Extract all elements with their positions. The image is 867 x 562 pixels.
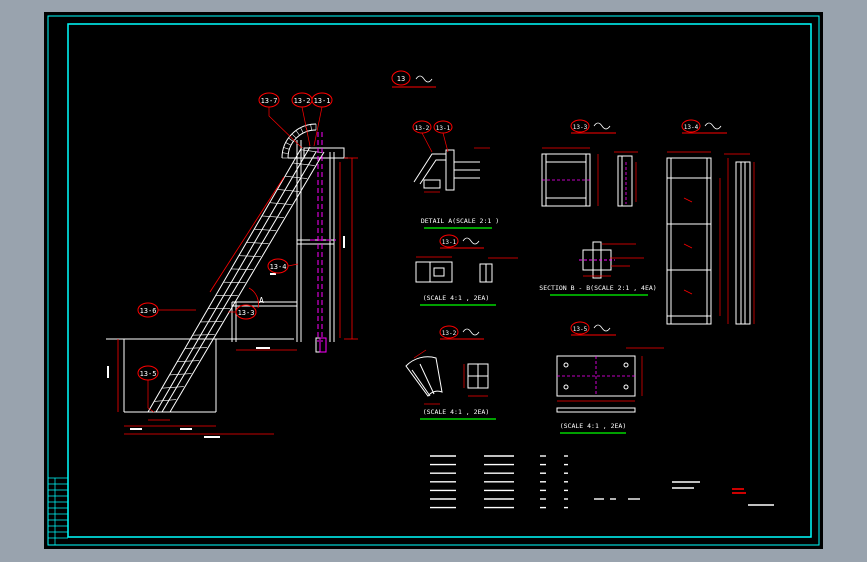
part-13-1-view: 13-1 (SCALE 4:1 , 2EA) — [415, 234, 518, 306]
part-13-2-view: 13-2 (SCALE 4:1 , 2EA) — [405, 325, 496, 420]
balloon-main-13-1[interactable]: 13-1 — [311, 92, 333, 147]
assembly-balloon-13[interactable]: 13 — [391, 70, 436, 88]
svg-text:13-1: 13-1 — [314, 97, 331, 105]
part-13-1-balloon: 13-1 — [442, 239, 457, 246]
svg-text:13-4: 13-4 — [270, 263, 287, 271]
part-13-1-scale: (SCALE 4:1 , 2EA) — [423, 294, 490, 302]
left-title-strip — [48, 477, 68, 545]
sheet-border — [47, 15, 820, 546]
dim-a-label: A — [259, 296, 264, 305]
part-13-5-scale: (SCALE 4:1 , 2EA) — [560, 422, 627, 430]
balloon-main-13-3[interactable]: 13-3 — [228, 304, 257, 320]
part-13-2-scale: (SCALE 4:1 , 2EA) — [423, 408, 490, 416]
balloon-main-13-7[interactable]: 13-7 — [258, 92, 303, 149]
part-13-5-view: 13-5 (SCALE 4:1 , 2EA) — [556, 321, 664, 434]
part-13-4-view: 13-4 — [666, 119, 755, 325]
balloon-main-13-5[interactable]: 13-5 — [137, 365, 159, 413]
main-elevation-view: A — [106, 123, 358, 438]
svg-text:13-7: 13-7 — [261, 97, 278, 105]
parts-list — [430, 455, 640, 509]
detail-a-title: DETAIL A(SCALE 2:1 ) — [421, 217, 499, 225]
balloon-main-13-2[interactable]: 13-2 — [291, 92, 313, 147]
svg-text:13-3: 13-3 — [238, 309, 255, 317]
detail-a-balloon-13-2: 13-2 — [415, 125, 430, 132]
svg-text:13-2: 13-2 — [294, 97, 311, 105]
detail-a-balloon-13-1: 13-1 — [436, 125, 451, 132]
part-13-2-balloon: 13-2 — [442, 330, 457, 337]
svg-text:13-5: 13-5 — [140, 370, 157, 378]
drawing-sheet: A 13-7 13-2 13-1 13-4 13-3 13-6 13-5 — [44, 12, 823, 549]
part-13-5-balloon: 13-5 — [573, 326, 588, 333]
detail-a-view: 13-2 13-1 DETAIL A(SCALE 2:1 ) — [412, 120, 499, 229]
svg-text:13: 13 — [397, 75, 405, 83]
title-block — [672, 481, 774, 506]
cad-drawing: A 13-7 13-2 13-1 13-4 13-3 13-6 13-5 — [47, 15, 820, 546]
part-13-4-balloon: 13-4 — [684, 124, 699, 131]
section-b-b-view: SECTION B - B(SCALE 2:1 , 4EA) — [539, 241, 657, 296]
balloon-main-13-6[interactable]: 13-6 — [137, 302, 196, 318]
part-13-3-balloon: 13-3 — [573, 124, 588, 131]
svg-text:13-6: 13-6 — [140, 307, 157, 315]
part-13-3-view: 13-3 — [541, 119, 638, 207]
balloon-main-13-4[interactable]: 13-4 — [267, 258, 299, 274]
section-b-b-title: SECTION B - B(SCALE 2:1 , 4EA) — [539, 284, 656, 292]
